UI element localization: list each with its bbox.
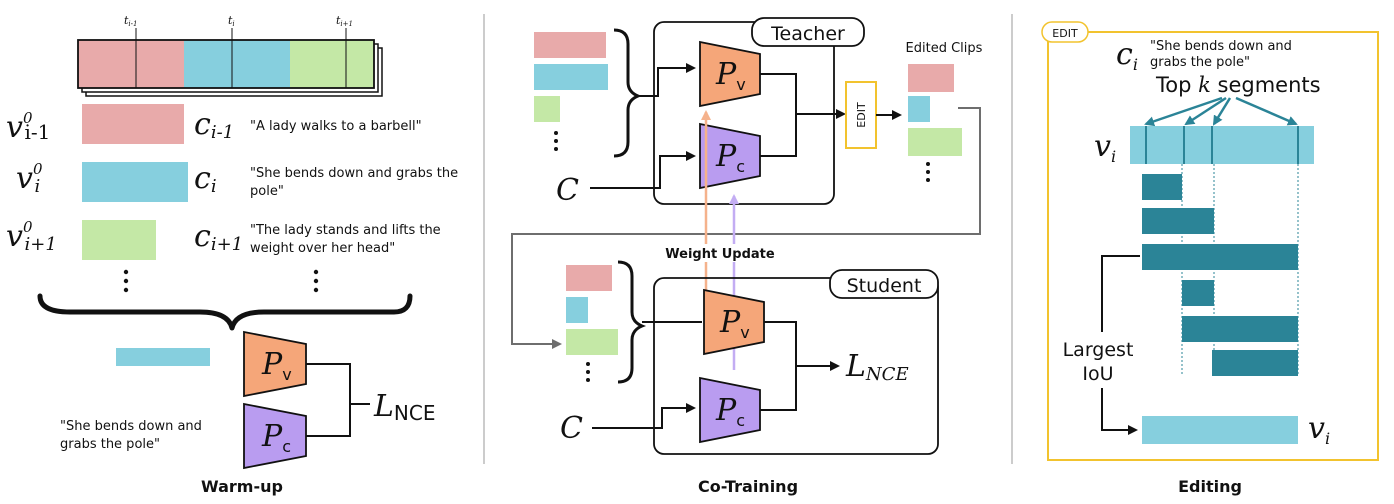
student-box — [653, 277, 939, 455]
edit-label: EDIT — [855, 102, 868, 128]
edited-clip-green — [908, 128, 962, 156]
svg-text:Pc: Pc — [715, 139, 745, 176]
query-clip — [116, 348, 210, 366]
teacher-label: Teacher — [770, 23, 845, 45]
student-clip-green — [566, 329, 618, 355]
curly-brace-horizontal — [37, 293, 413, 331]
pc-encoder-student — [699, 376, 761, 444]
clip-prev — [82, 104, 184, 144]
teacher-curly-brace — [613, 28, 643, 158]
teacher-clip-pink — [534, 32, 606, 58]
clip-next — [82, 220, 156, 260]
student-clip-pink — [566, 265, 612, 291]
editing-c-label: ci — [1116, 37, 1138, 74]
editing-result-v-label: vi — [1308, 411, 1330, 448]
t-label-next: ti+1 — [336, 14, 353, 28]
edited-to-student-arrow — [511, 107, 981, 349]
teacher-clip-blue — [534, 64, 608, 90]
editing-vi-bar — [1130, 126, 1314, 164]
ellipsis-dots — [123, 269, 319, 293]
t-label-prev: ti-1 — [124, 14, 137, 28]
clip-i — [82, 162, 188, 202]
svg-text:Pc: Pc — [261, 419, 291, 456]
loss-student: LNCE — [845, 349, 909, 385]
segment-bar-2 — [1142, 208, 1214, 234]
segment-bar-4 — [1182, 280, 1214, 306]
editing-v-label: vi — [1094, 129, 1116, 166]
segment-bar-6 — [1212, 350, 1298, 376]
svg-text:Pv: Pv — [261, 347, 292, 384]
strip-segment-green — [290, 40, 374, 88]
caption-prev: "A lady walks to a barbell" — [250, 119, 422, 134]
c-input-student: C — [560, 411, 583, 446]
svg-text:Pv: Pv — [719, 305, 750, 342]
svg-text:Pc: Pc — [715, 393, 745, 430]
edited-clip-blue — [908, 96, 930, 122]
top-k-segments: Top k segments — [1155, 73, 1321, 97]
c-prev-label: ci-1 — [194, 107, 234, 143]
editing-frame — [1047, 31, 1379, 461]
loss-warmup: LNCE — [373, 389, 435, 425]
strip-segment-pink — [78, 40, 184, 88]
video-strip: ti-1 ti ti+1 — [77, 14, 383, 97]
c-next-label: ci+1 — [194, 219, 243, 255]
editing-result-bar — [1142, 416, 1298, 444]
svg-text:Pv: Pv — [715, 57, 746, 94]
c-i-label: ci — [194, 161, 217, 197]
top-k-arrows — [1144, 96, 1298, 127]
pv-encoder-teacher — [699, 40, 761, 108]
strip-segment-blue — [184, 40, 290, 88]
edited-clips-label: Edited Clips — [906, 41, 983, 56]
pc-encoder-teacher — [699, 122, 761, 190]
edit-box — [845, 81, 877, 149]
segment-bar-3 — [1142, 244, 1298, 270]
student-curly-brace — [617, 260, 647, 384]
segment-bar-1 — [1142, 174, 1182, 200]
student-label: Student — [847, 275, 922, 297]
edited-clip-pink — [908, 64, 954, 92]
warmup-title: Warm-up — [201, 477, 283, 496]
weight-update-label: Weight Update — [665, 247, 775, 262]
pv-encoder-warmup — [243, 330, 307, 398]
cotraining-title: Co-Training — [698, 477, 798, 496]
pv-encoder-student — [703, 288, 765, 356]
segment-bar-5 — [1182, 316, 1298, 342]
t-label-i: ti — [228, 14, 235, 28]
editing-edit-tag: EDIT — [1052, 27, 1078, 40]
c-input-teacher: C — [556, 173, 579, 208]
teacher-clip-green — [534, 96, 560, 122]
pc-encoder-warmup — [243, 402, 307, 470]
editing-title: Editing — [1178, 477, 1242, 496]
cotraining-panel: Teacher Pv Pc C EDIT Edited Clips Weig — [511, 17, 983, 496]
student-clip-blue — [566, 297, 588, 323]
